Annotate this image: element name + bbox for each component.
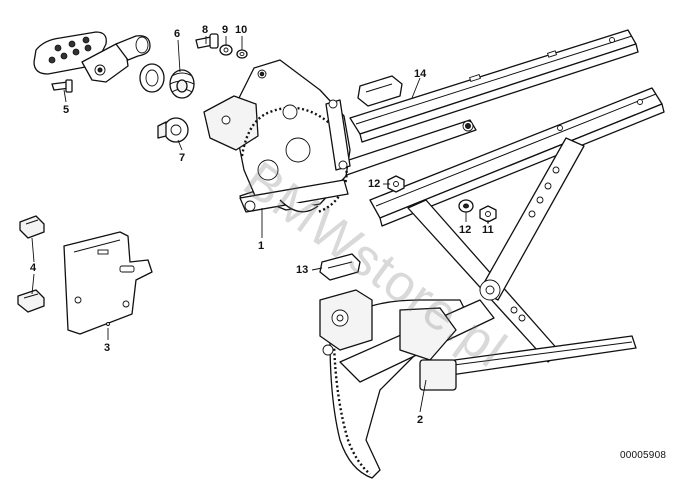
window-regulator-upper [203,59,351,214]
callout-12-lower: 12 [459,224,472,236]
scissor-arm [407,137,585,363]
clip-4-lower [17,289,45,313]
washer-9 [219,44,233,56]
nut-11 [479,205,497,223]
callout-7: 7 [179,152,186,164]
bushing [139,63,165,93]
spring-6 [169,69,195,99]
crank-handle [81,35,151,83]
callout-3: 3 [104,342,111,354]
slider-13 [319,253,361,281]
clip-4-upper [19,215,45,239]
screw-5 [51,79,73,93]
regulator-sector-gear [319,289,495,479]
callout-14: 14 [414,68,427,80]
callout-13: 13 [296,264,309,276]
callout-5: 5 [63,104,70,116]
bushing-7 [157,117,189,143]
bolt-8 [195,33,219,49]
drawing-reference-number: 00005908 [620,450,667,461]
mounting-plate [63,231,153,335]
callout-2: 2 [417,414,424,426]
callout-8: 8 [202,24,209,36]
leader-lines [31,36,489,413]
callout-1: 1 [258,240,265,252]
callout-6: 6 [174,28,181,40]
washer-10 [236,49,248,59]
callout-4: 4 [30,262,37,274]
upper-guide-rail [349,29,639,143]
nut-12-upper [387,175,405,193]
callout-12-upper: 12 [368,178,381,190]
slider-14 [357,75,403,107]
lower-guide-rail [369,87,665,227]
callout-9: 9 [222,24,229,36]
callout-11: 11 [482,224,494,236]
callout-10: 10 [235,24,248,36]
washer-12-lower [458,199,474,213]
